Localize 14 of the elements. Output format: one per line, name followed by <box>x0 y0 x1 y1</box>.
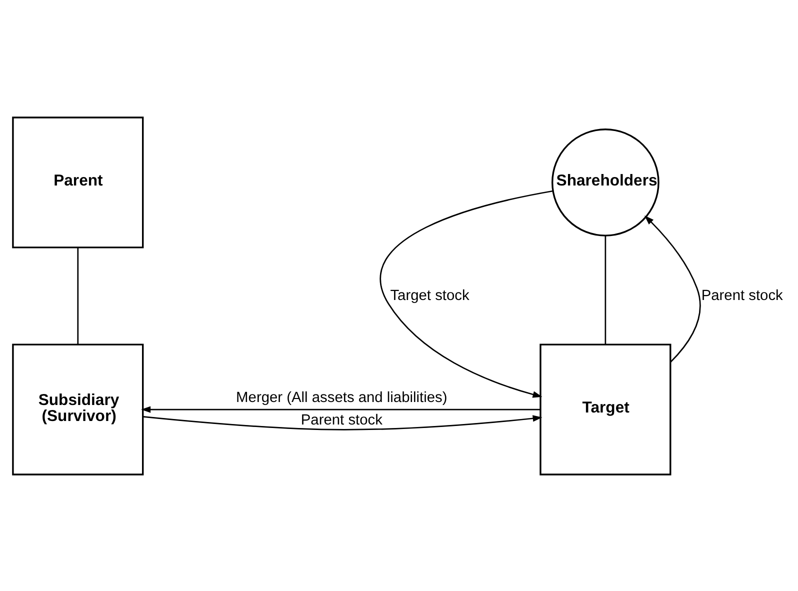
connector <box>604 235 606 344</box>
arrow <box>142 414 542 430</box>
arrow <box>380 190 554 398</box>
arrow <box>644 214 701 362</box>
arrow <box>141 406 540 412</box>
edge-label: Merger (All assets and liabilities) <box>236 390 448 406</box>
node-box: Subsidiary (Survivor) <box>12 343 144 475</box>
edge-label: Target stock <box>390 287 470 304</box>
node-box: Parent <box>12 116 144 248</box>
node-box: Target <box>540 343 672 475</box>
connector <box>77 247 79 344</box>
edge-label: Parent stock <box>701 287 783 304</box>
edge-label: Parent stock <box>300 412 382 428</box>
node-circle: Shareholders <box>552 128 660 236</box>
